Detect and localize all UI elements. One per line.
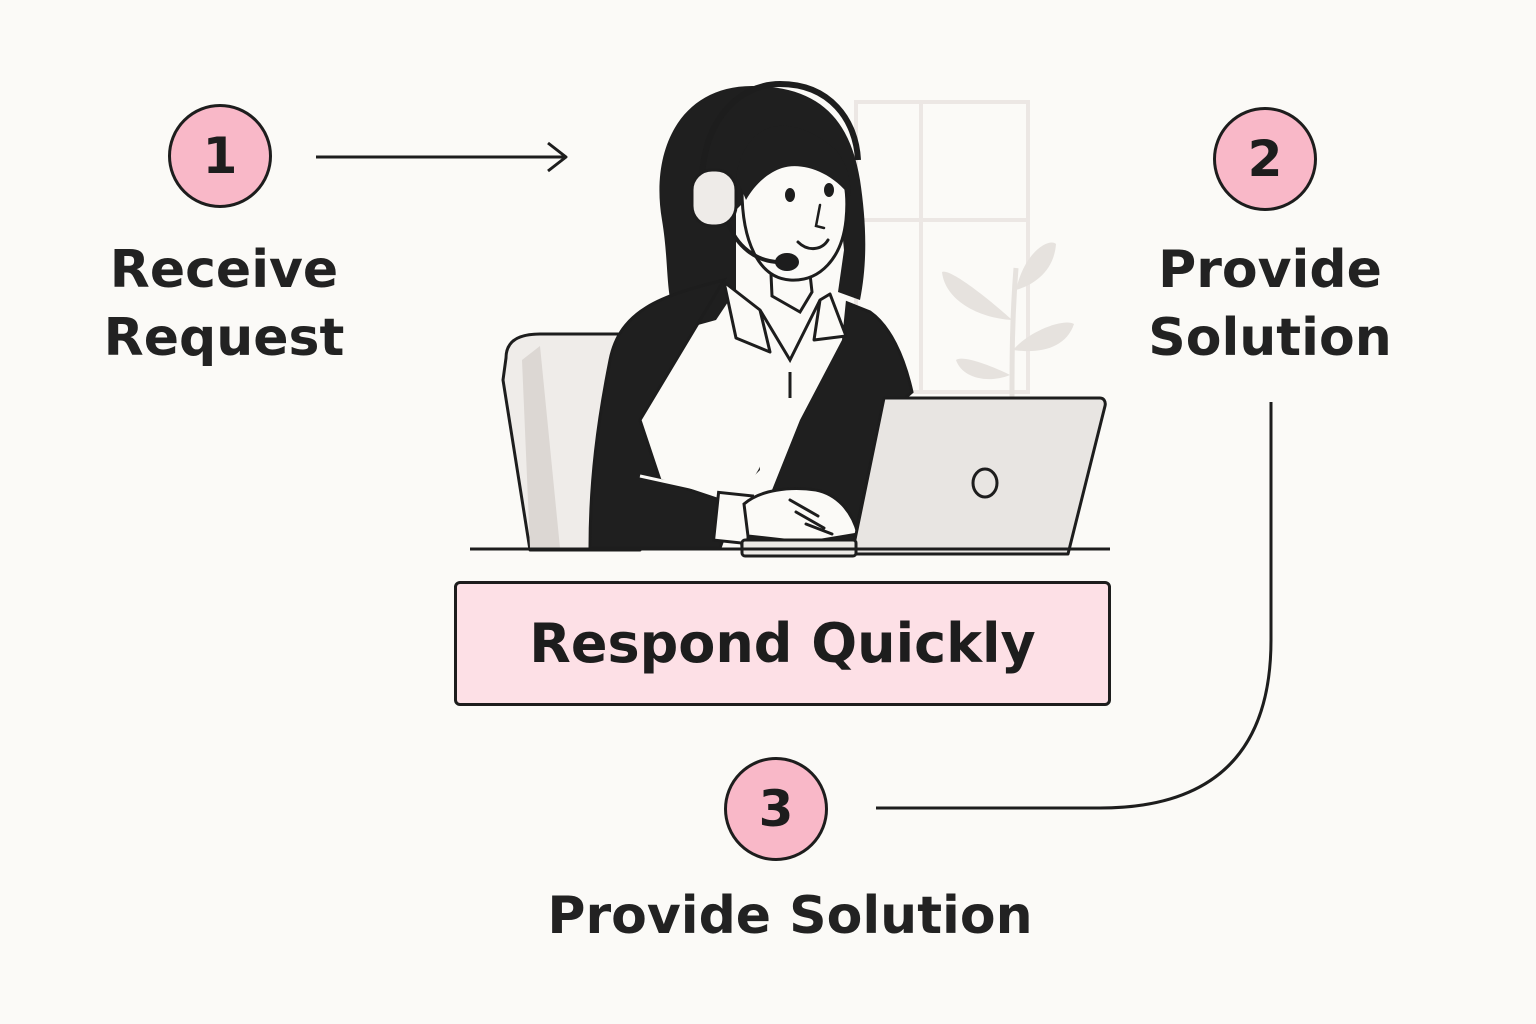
- step-3-number: 3: [758, 780, 794, 838]
- step-2-number: 2: [1247, 130, 1283, 188]
- step-2-label-line1: Provide: [1158, 240, 1382, 300]
- step-1-label-line2: Request: [103, 308, 345, 368]
- plant-icon: [942, 242, 1074, 399]
- step-3-label: Provide Solution: [547, 886, 1033, 946]
- step-2-badge: 2: [1213, 107, 1317, 211]
- respond-quickly-banner: Respond Quickly: [454, 581, 1111, 706]
- step-1-label-line1: Receive: [109, 240, 339, 300]
- agent-face: [736, 125, 851, 282]
- agent-body: [588, 277, 914, 550]
- step-1-number: 1: [202, 127, 238, 185]
- step-1-label: Receive Request: [96, 236, 352, 372]
- step-3-badge: 3: [724, 757, 828, 861]
- step-2-label-line2: Solution: [1148, 308, 1392, 368]
- connector-step2-to-step3: [876, 402, 1273, 810]
- respond-quickly-text: Respond Quickly: [529, 612, 1036, 675]
- step-1-badge: 1: [168, 104, 272, 208]
- headset-icon: [690, 80, 861, 271]
- step-2-label: Provide Solution: [1140, 236, 1400, 372]
- arrow-step1-to-agent: [316, 141, 568, 173]
